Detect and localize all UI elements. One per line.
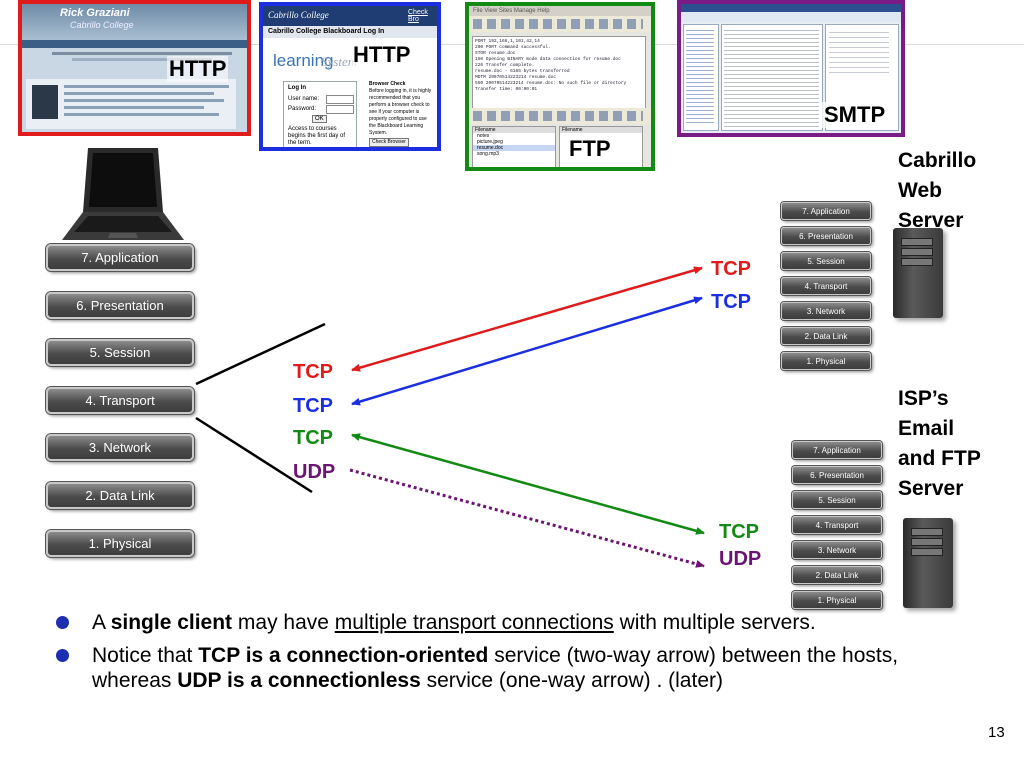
client-layer-data-link: 2. Data Link xyxy=(46,482,194,509)
isp-server-icon xyxy=(903,518,953,608)
ftp-client-screenshot: File View Sites Manage Help PORT 192,168… xyxy=(465,2,655,171)
login-title: Log In xyxy=(288,85,306,91)
isp-protocol-tcp: TCP xyxy=(719,521,759,543)
brand-learning: learning xyxy=(273,51,334,70)
isp-layer-application: 7. Application xyxy=(792,441,882,459)
brand-system: System xyxy=(321,54,358,69)
web-server-icon xyxy=(893,228,943,318)
client-layer-network: 3. Network xyxy=(46,434,194,461)
tcp-connection-red xyxy=(351,266,703,372)
web-protocol-tcp-blue: TCP xyxy=(711,291,751,313)
client-layer-session: 5. Session xyxy=(46,339,194,366)
blackboard-header-bar: Cabrillo College Check Bro xyxy=(263,6,437,26)
login-note: Access to courses begins the first day o… xyxy=(288,126,346,146)
email-client-screenshot: SMTP xyxy=(677,0,905,137)
web-layer-network: 3. Network xyxy=(781,302,871,320)
web-layer-physical: 1. Physical xyxy=(781,352,871,370)
file-item[interactable]: picture.jpeg xyxy=(477,139,503,145)
client-layer-presentation: 6. Presentation xyxy=(46,292,194,319)
blackboard-page-title: Cabrillo College Blackboard Log In xyxy=(263,26,437,38)
http-label-2: HTTP xyxy=(351,42,413,68)
isp-layer-session: 5. Session xyxy=(792,491,882,509)
client-layer-physical: 1. Physical xyxy=(46,530,194,557)
blackboard-logo: Cabrillo College xyxy=(268,10,329,20)
email-title-bar xyxy=(681,4,901,12)
bullet-item-2: Notice that TCP is a connection-oriented… xyxy=(50,643,910,693)
ftp-label: FTP xyxy=(567,136,613,162)
browser-check-text: Before logging in, it is highly recommen… xyxy=(369,88,432,136)
username-label: User name: xyxy=(288,96,320,102)
web-protocol-tcp-red: TCP xyxy=(711,258,751,280)
transport-bracket-upper xyxy=(195,322,326,386)
protocol-label-tcp-blue: TCP xyxy=(293,395,333,417)
isp-layer-network: 3. Network xyxy=(792,541,882,559)
udp-connection-purple xyxy=(349,468,705,568)
password-input[interactable] xyxy=(326,105,354,114)
file-item[interactable]: resume.doc xyxy=(473,145,555,151)
transport-bracket-lower xyxy=(195,416,313,494)
blackboard-screenshot: Cabrillo College Check Bro Cabrillo Coll… xyxy=(259,2,441,151)
ftp-log-pane: PORT 192,168,1,101,42,14 200 PORT comman… xyxy=(472,36,646,110)
bullet-item-1: A single client may have multiple transp… xyxy=(50,610,910,635)
client-layer-application: 7. Application xyxy=(46,244,194,271)
check-browser-link[interactable]: Check Bro xyxy=(408,9,428,23)
ftp-menu-bar: File View Sites Manage Help xyxy=(469,6,651,16)
bullet-dot xyxy=(56,616,69,629)
web-layer-session: 5. Session xyxy=(781,252,871,270)
page-number: 13 xyxy=(988,724,1005,741)
web-layer-transport: 4. Transport xyxy=(781,277,871,295)
web-layer-presentation: 6. Presentation xyxy=(781,227,871,245)
check-browser-button[interactable]: Check Browser xyxy=(369,138,409,147)
tcp-connection-green xyxy=(351,433,705,535)
client-layer-transport: 4. Transport xyxy=(46,387,194,414)
web-layer-application: 7. Application xyxy=(781,202,871,220)
bullet-dot xyxy=(56,649,69,662)
protocol-label-tcp-red: TCP xyxy=(293,361,333,383)
bullet-list: A single client may have multiple transp… xyxy=(50,610,910,701)
password-label: Password: xyxy=(288,106,317,112)
ok-button[interactable]: OK xyxy=(312,115,327,123)
http-label-1: HTTP xyxy=(167,56,229,82)
ftp-toolbar-2 xyxy=(469,108,651,124)
laptop-icon xyxy=(62,148,184,240)
email-message-list xyxy=(721,24,823,131)
protocol-label-udp: UDP xyxy=(293,461,336,483)
isp-protocol-udp: UDP xyxy=(719,548,762,570)
protocol-label-tcp-green: TCP xyxy=(293,427,333,449)
tcp-connection-blue xyxy=(351,296,703,406)
isp-layer-presentation: 6. Presentation xyxy=(792,466,882,484)
website-banner: Rick Graziani Cabrillo College xyxy=(22,4,247,40)
browser-check-panel: Browser Check Before logging in, it is h… xyxy=(369,81,433,147)
ftp-toolbar xyxy=(469,16,651,32)
ftp-local-files: Filename notes picture.jpeg resume.doc s… xyxy=(472,126,556,167)
browser-check-title: Browser Check xyxy=(369,81,406,87)
website-subtitle: Cabrillo College xyxy=(70,20,134,30)
email-toolbar xyxy=(681,12,901,22)
file-item[interactable]: song.mp3 xyxy=(477,151,499,157)
isp-layer-transport: 4. Transport xyxy=(792,516,882,534)
website-navbar xyxy=(22,40,247,48)
isp-layer-data-link: 2. Data Link xyxy=(792,566,882,584)
website-content xyxy=(26,79,236,129)
isp-server-label: ISP’s Email and FTP Server xyxy=(898,387,981,500)
isp-layer-physical: 1. Physical xyxy=(792,591,882,609)
web-layer-data-link: 2. Data Link xyxy=(781,327,871,345)
email-folder-pane xyxy=(683,24,719,131)
smtp-label: SMTP xyxy=(822,102,888,128)
file-item[interactable]: notes xyxy=(477,133,490,139)
web-server-label: Cabrillo Web Server xyxy=(898,149,977,232)
website-title: Rick Graziani xyxy=(60,7,130,19)
login-box: Log In User name: Password: OK Access to… xyxy=(283,81,357,147)
username-input[interactable] xyxy=(326,95,354,104)
website-photo xyxy=(32,85,58,119)
website-screenshot: Rick Graziani Cabrillo College HTTP xyxy=(18,0,251,136)
